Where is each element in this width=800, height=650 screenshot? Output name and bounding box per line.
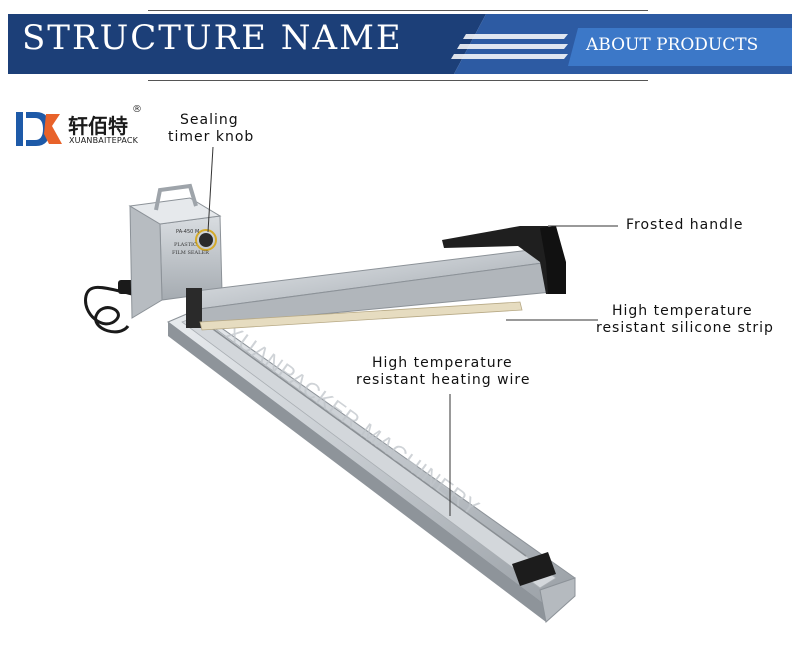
label-silicone-line2: resistant silicone strip xyxy=(596,320,774,336)
brand-name-en: XUANBAITEPACK xyxy=(69,136,139,145)
label-heating-line1: High temperature xyxy=(372,355,513,371)
frosted-handle xyxy=(442,226,566,294)
structure-banner xyxy=(8,14,792,74)
watermark-text: XUANPACKER MACHINERY xyxy=(221,320,485,521)
power-cord xyxy=(84,285,143,334)
label-frosted-handle: Frosted handle xyxy=(626,217,744,233)
timer-knob xyxy=(199,233,213,247)
label-timer-knob-line1: Sealing xyxy=(180,112,239,128)
base-end-cap xyxy=(539,577,576,623)
logo-blue-curve xyxy=(26,112,50,146)
banner-subtitle: ABOUT PRODUCTS xyxy=(586,35,759,55)
timer-box-handle xyxy=(154,183,198,211)
silicone-strip xyxy=(199,301,523,331)
panel-text-film: FILM SEALER xyxy=(172,250,209,256)
hinge-block xyxy=(186,288,202,328)
banner-title: STRUCTURE NAME xyxy=(22,18,403,58)
logo-orange-x xyxy=(44,114,62,144)
brand-name-cn: 轩佰特 xyxy=(68,114,128,138)
label-timer-knob-line2: timer knob xyxy=(168,129,255,145)
brand-logo-mark xyxy=(16,112,62,146)
leader-timer-knob xyxy=(207,146,214,233)
banner-stripe-3 xyxy=(451,54,568,59)
panel-text-plastic: PLASTIC xyxy=(174,242,197,248)
label-heating-line2: resistant heating wire xyxy=(356,372,531,388)
base-rail-side xyxy=(168,322,546,622)
banner-top-rule xyxy=(148,10,648,11)
timer-knob-ring xyxy=(195,229,217,251)
banner-left-panel xyxy=(8,14,486,74)
handle-grip xyxy=(540,226,566,294)
banner-stripe-1 xyxy=(463,34,568,39)
label-silicone-line1: High temperature xyxy=(612,303,753,319)
logo-bar xyxy=(16,112,23,146)
banner-right-accent xyxy=(568,28,792,66)
banner-stripe-2 xyxy=(457,44,568,49)
registered-mark: ® xyxy=(132,104,142,115)
base-end-block xyxy=(512,552,556,586)
banner-bottom-rule xyxy=(148,80,648,81)
panel-model-text: PA-450 M xyxy=(176,229,199,235)
heating-wire xyxy=(205,323,527,557)
